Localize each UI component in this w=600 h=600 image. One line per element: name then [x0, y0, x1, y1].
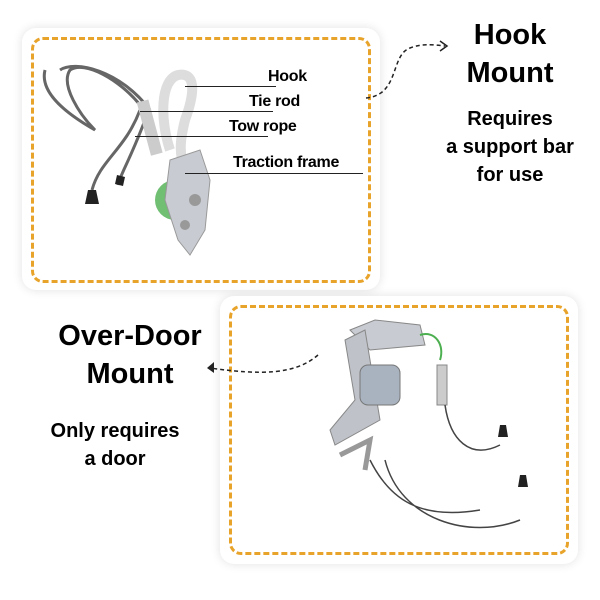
label-hook: Hook	[268, 68, 307, 85]
hook-mount-dashed-frame	[31, 37, 371, 283]
hook-mount-description: Requires a support bar for use	[446, 108, 574, 186]
over-door-title: Over-Door Mount	[58, 320, 202, 390]
leader-line-tow-rope	[135, 136, 268, 137]
label-tow-rope: Tow rope	[229, 118, 297, 135]
leader-line-hook	[185, 86, 276, 87]
over-door-dashed-frame	[229, 305, 569, 555]
over-door-arrow-icon	[209, 354, 319, 373]
over-door-device-image	[329, 319, 528, 529]
label-traction-frame: Traction frame	[233, 154, 340, 171]
leader-line-tie-rod	[140, 111, 273, 112]
hook-mount-arrow-icon	[365, 43, 446, 99]
leader-line-traction-frame	[185, 173, 363, 174]
hook-mount-device-image	[42, 64, 211, 256]
label-tie-rod: Tie rod	[249, 93, 300, 110]
hook-mount-title: Hook Mount	[466, 19, 554, 89]
over-door-description: Only requires a door	[50, 420, 180, 470]
